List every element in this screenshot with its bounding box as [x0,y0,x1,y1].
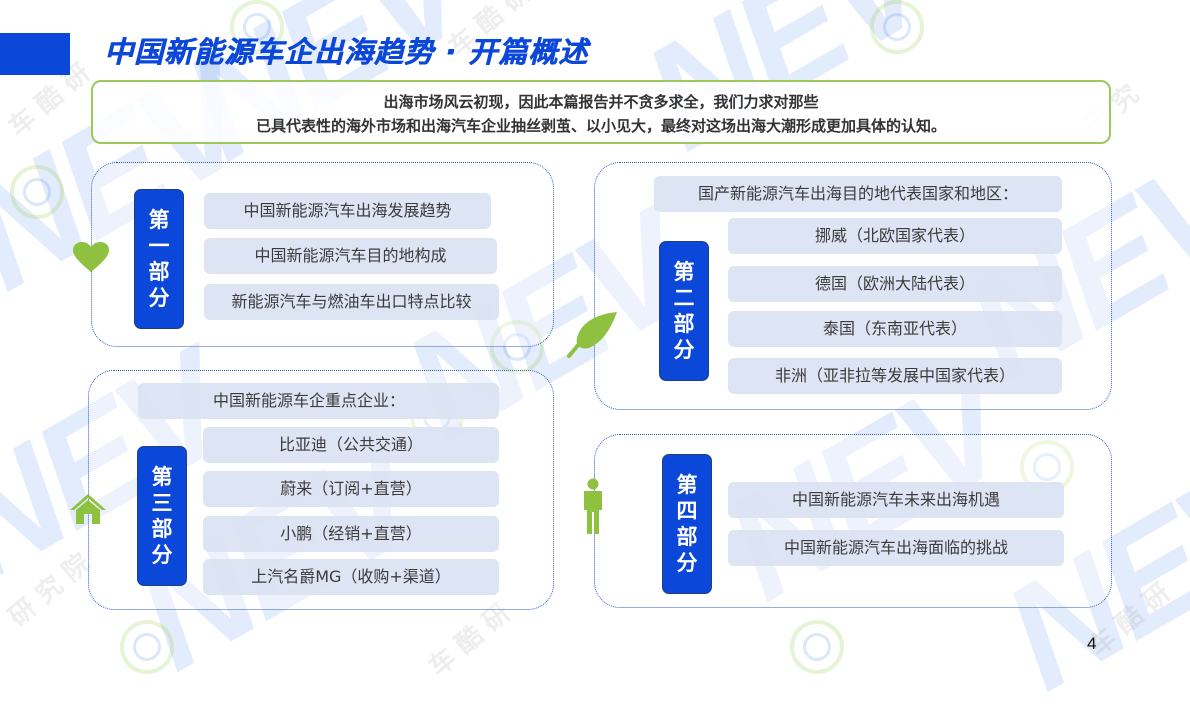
watermark-circle-icon [120,620,174,674]
section-2-item: 德国（欧洲大陆代表） [728,266,1062,302]
heart-icon [73,242,109,272]
badge-char: 第 [676,473,698,497]
badge-char: 部 [673,312,695,336]
badge-char: 二 [673,286,695,310]
section-3-item: 上汽名爵MG（收购+渠道） [203,559,499,595]
leaf-icon [567,312,617,358]
section-2-item: 泰国（东南亚代表） [728,311,1062,347]
badge-char: 第 [151,465,173,489]
page-number: 4 [1087,634,1097,653]
badge-char: 三 [151,491,173,515]
section-3-item: 小鹏（经销+直营） [203,516,499,552]
intro-line-1: 出海市场风云初现，因此本篇报告并不贪多求全，我们力求对那些 [383,93,819,111]
section-1-badge: 第 一 部 分 [134,189,184,329]
intro-box: 出海市场风云初现，因此本篇报告并不贪多求全，我们力求对那些 已具代表性的海外市场… [91,80,1111,144]
section-3-item: 蔚来（订阅+直营） [203,471,499,507]
badge-char: 分 [148,286,170,310]
badge-char: 分 [151,543,173,567]
page-title: 中国新能源车企出海趋势 · 开篇概述 [104,35,589,69]
badge-char: 分 [673,338,695,362]
section-1-item: 中国新能源汽车出海发展趋势 [204,193,491,229]
intro-line-2: 已具代表性的海外市场和出海汽车企业抽丝剥茧、以小见大，最终对这场出海大潮形成更加… [255,117,946,135]
section-3-item: 比亚迪（公共交通） [203,427,499,463]
badge-char: 一 [148,234,170,258]
section-4-badge: 第 四 部 分 [662,454,712,594]
watermark-text: 研 究 院 [3,548,97,633]
badge-char: 第 [673,260,695,284]
watermark-circle-icon [870,0,924,54]
badge-char: 第 [148,208,170,232]
section-4-item: 中国新能源汽车出海面临的挑战 [728,530,1064,566]
watermark-circle-icon [10,165,64,219]
section-1-item: 新能源汽车与燃油车出口特点比较 [204,284,499,320]
badge-char: 部 [151,517,173,541]
watermark-circle-icon [790,620,844,674]
badge-char: 部 [676,525,698,549]
section-2-item: 挪威（北欧国家代表） [728,218,1062,254]
badge-char: 分 [676,551,698,575]
section-2-item: 非洲（亚非拉等发展中国家代表） [728,358,1062,394]
house-icon [70,494,106,524]
section-3-badge: 第 三 部 分 [137,446,187,586]
badge-char: 部 [148,260,170,284]
badge-char: 四 [676,499,698,523]
section-1-item: 中国新能源汽车目的地构成 [204,238,497,274]
section-2-heading: 国产新能源汽车出海目的地代表国家和地区： [654,176,1062,212]
section-2-badge: 第 二 部 分 [659,241,709,381]
section-4-item: 中国新能源汽车未来出海机遇 [728,482,1064,518]
person-icon [584,478,602,534]
section-3-heading: 中国新能源车企重点企业： [138,383,499,419]
title-accent-bar [0,33,70,75]
